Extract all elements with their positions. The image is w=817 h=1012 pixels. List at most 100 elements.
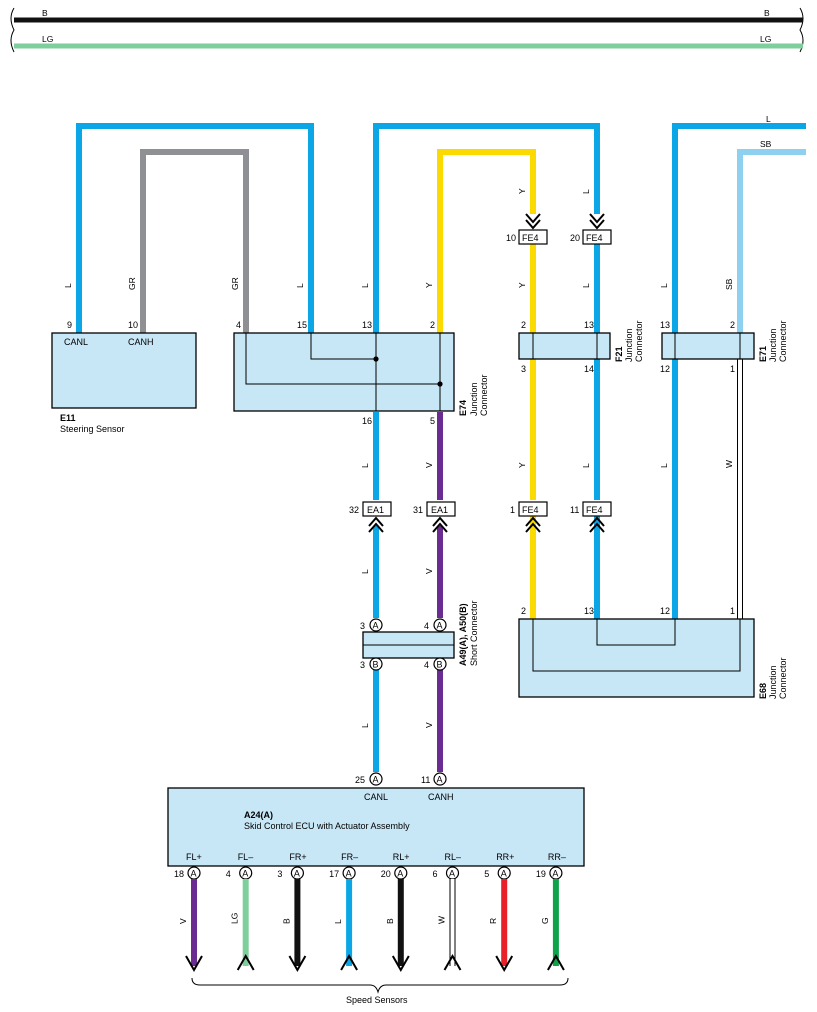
wire-label: G [540, 917, 550, 924]
wire-label: L [295, 283, 305, 288]
pin-number: 2 [521, 606, 526, 616]
connector-letter: A [449, 869, 455, 879]
terminal-label: CANH [128, 337, 154, 347]
bus-label-lg-right: LG [760, 34, 771, 44]
wire-label: V [178, 918, 188, 924]
pin-number: 12 [660, 606, 670, 616]
pin-number: 1 [730, 606, 735, 616]
pin-number: 15 [297, 320, 307, 330]
pin-number: 14 [584, 364, 594, 374]
pin-number: 10 [506, 233, 516, 243]
e68-junction-connector: 2 13 12 1 E68 Junction Connector [518, 606, 788, 699]
component-name: Short Connector [469, 600, 479, 666]
e11-steering-sensor: 9 10 CANL CANH E11 Steering Sensor [51, 320, 197, 434]
connector-letter: A [346, 869, 352, 879]
wire-label-l-right: L [766, 114, 771, 124]
connector-letter: A [437, 621, 443, 631]
connector-name: FE4 [586, 505, 603, 515]
chevron-down-icon [525, 219, 541, 230]
pin-number: 25 [355, 775, 365, 785]
wire-y-e74-fe4 [437, 149, 536, 333]
pin-number: 11 [570, 505, 579, 515]
chevron-up-icon [432, 522, 448, 533]
component-name: Connector [778, 320, 788, 362]
pin-number: 2 [521, 320, 526, 330]
arrow-up-icon [236, 953, 255, 971]
component-code: E71 [758, 346, 768, 362]
component-code: E11 [60, 413, 76, 423]
chevron-up-icon [589, 522, 605, 533]
ea1-connectors: EA1 EA1 32 31 [349, 501, 456, 533]
connector-letter: A [242, 869, 248, 879]
pin-number: 3 [521, 364, 526, 374]
pin-number: 5 [484, 869, 489, 879]
wire-label-sb-right: SB [760, 139, 772, 149]
wire-label: Y [517, 462, 527, 468]
connector-name: EA1 [367, 505, 384, 515]
pin-number: 20 [570, 233, 580, 243]
pin-number: 13 [584, 606, 594, 616]
pin-number: 3 [277, 869, 282, 879]
chevron-up-icon [368, 522, 384, 533]
pin-number: 12 [660, 364, 670, 374]
sensor-lead-fr+: FR+A3B [277, 852, 307, 973]
connector-name: EA1 [431, 505, 448, 515]
terminal-label: RR– [548, 852, 566, 862]
component-code: A24(A) [244, 810, 273, 820]
bus-label-b-left: B [42, 8, 48, 18]
wire-label: B [281, 918, 291, 924]
wire-label: L [360, 463, 370, 468]
wires [76, 123, 806, 772]
e71-junction-connector: 13 2 12 1 E71 Junction Connector [660, 320, 788, 374]
pin-number: 4 [236, 320, 241, 330]
pin-number: 19 [536, 869, 546, 879]
chevron-up-icon [525, 522, 541, 533]
arrow-up-icon [340, 953, 358, 971]
f21-junction-connector: 2 13 3 14 F21 Junction Connector [518, 320, 644, 374]
wire-labels: L SB L GR GR L L Y Y L Y L L SB L V Y L … [63, 114, 772, 728]
component-name: Junction [768, 328, 778, 362]
pin-number: 13 [584, 320, 594, 330]
wire-label: L [581, 189, 591, 194]
wire-label: W [437, 916, 447, 924]
connector-letter: A [397, 869, 403, 879]
pin-number: 4 [424, 621, 429, 631]
wire-label: LG [230, 913, 240, 924]
pin-number: 2 [430, 320, 435, 330]
wire-l-canl-e11 [76, 123, 314, 333]
terminal-label: FR– [341, 852, 358, 862]
wire-label: L [659, 283, 669, 288]
wire-label: B [385, 918, 395, 924]
wire-l-e74-fe4 [373, 123, 600, 333]
component-code: A49(A), A50(B) [458, 603, 468, 666]
terminal-label: CANH [428, 792, 454, 802]
wire-label: Y [517, 188, 527, 194]
terminal-label: CANL [64, 337, 88, 347]
pin-number: 1 [730, 364, 735, 374]
bus-label-lg-left: LG [42, 34, 53, 44]
component-code: E68 [758, 683, 768, 699]
terminal-label: CANL [364, 792, 388, 802]
wire-label: L [333, 919, 343, 924]
chevron-up-icon [368, 516, 384, 527]
connector-letter: A [437, 775, 443, 785]
arrow-up-icon [443, 953, 462, 971]
wire-l-right-e71 [672, 123, 806, 333]
arrow-down-icon [495, 955, 514, 973]
wire-label: Y [517, 282, 527, 288]
terminal-label: FL+ [186, 852, 202, 862]
terminal-label: RR+ [496, 852, 514, 862]
pin-number: 5 [430, 416, 435, 426]
pin-number: 20 [381, 869, 391, 879]
component-name: Junction [624, 328, 634, 362]
terminal-label: FR+ [289, 852, 306, 862]
speed-sensors-brace: Speed Sensors [191, 977, 569, 1005]
terminal-label: FL– [238, 852, 254, 862]
wire-label: GR [230, 277, 240, 290]
speed-sensors-title: Speed Sensors [346, 995, 408, 1005]
top-bus: B B LG LG [10, 7, 804, 53]
